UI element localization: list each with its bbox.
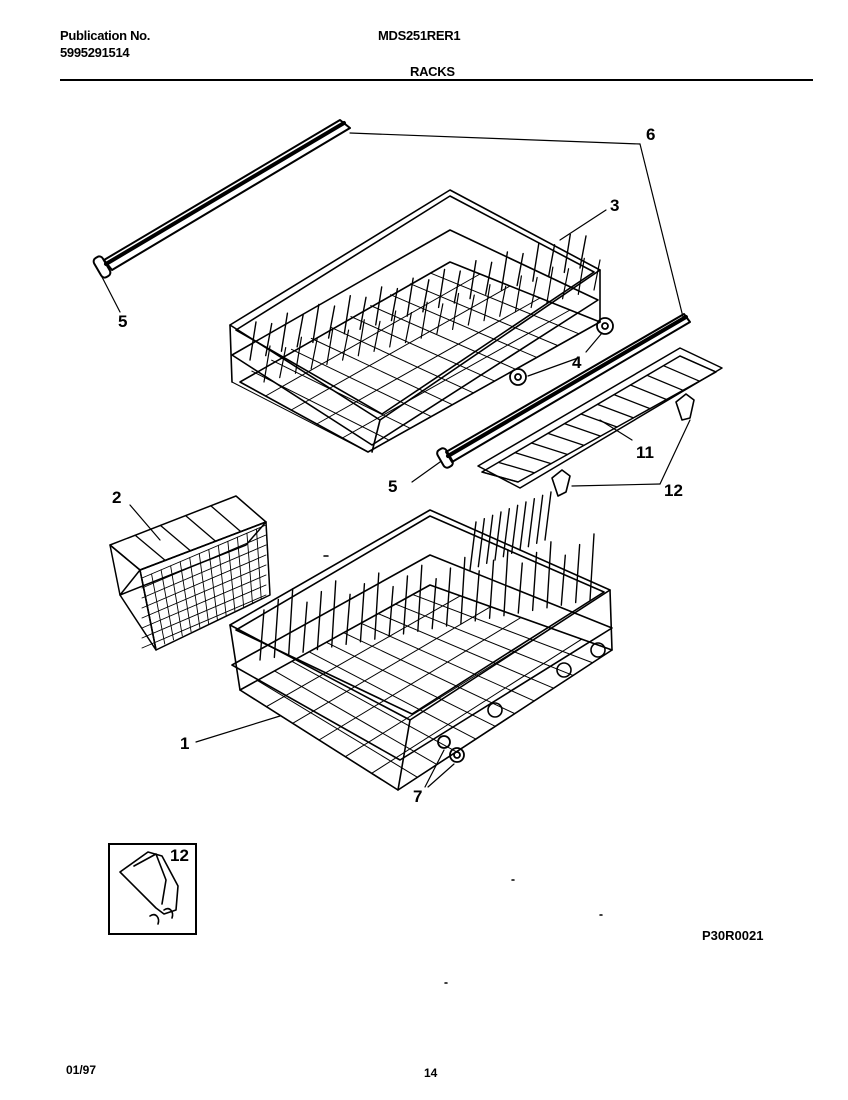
upper-rack xyxy=(229,189,601,453)
rack-wheels-4 xyxy=(509,317,614,386)
footer-date: 01/97 xyxy=(66,1063,97,1077)
publication-number: 5995291514 xyxy=(60,45,130,60)
upper-track-left xyxy=(92,119,351,279)
cup-shelf xyxy=(477,347,723,489)
section-title: RACKS xyxy=(410,64,455,79)
callout-4: 4 xyxy=(572,353,582,372)
callout-3: 3 xyxy=(610,196,620,215)
publication-label: Publication No. xyxy=(60,28,151,43)
inset-clip-detail xyxy=(119,851,179,925)
shelf-clips xyxy=(551,393,695,497)
lower-rack-wheels-7 xyxy=(424,735,465,788)
callout-5-upper: 5 xyxy=(118,312,128,331)
stray-dots xyxy=(323,555,603,984)
callout-5-lower: 5 xyxy=(388,477,398,496)
callout-12: 12 xyxy=(664,481,683,500)
leader-6b xyxy=(639,143,684,318)
leader-6a xyxy=(349,132,641,145)
leader-5b xyxy=(411,461,441,483)
model-number: MDS251RER1 xyxy=(378,28,461,43)
figure-code: P30R0021 xyxy=(702,928,764,943)
callout-12-inset: 12 xyxy=(170,846,189,865)
leader-11 xyxy=(599,419,633,441)
leader-3 xyxy=(559,209,607,241)
page-number: 14 xyxy=(424,1066,438,1080)
inset-detail-box xyxy=(108,843,197,935)
upper-track-right xyxy=(436,313,691,469)
leader-1 xyxy=(195,715,281,743)
callout-11: 11 xyxy=(636,443,654,462)
callout-1: 1 xyxy=(180,734,190,753)
silverware-basket xyxy=(109,495,271,651)
callout-6: 6 xyxy=(646,125,656,144)
lower-rack xyxy=(229,491,613,791)
leader-5a xyxy=(101,276,121,313)
header-rule xyxy=(60,79,813,81)
callout-2: 2 xyxy=(112,488,122,507)
callout-7: 7 xyxy=(413,787,423,806)
